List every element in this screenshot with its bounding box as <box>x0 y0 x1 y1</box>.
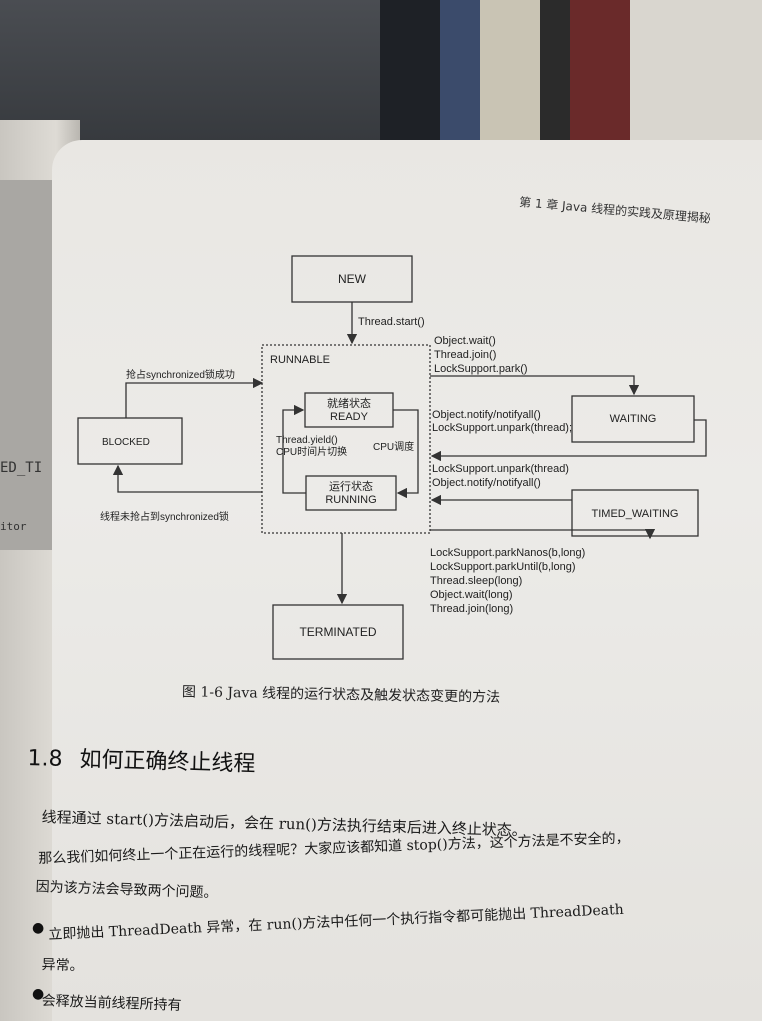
label-acquire-success: 抢占synchronized锁成功 <box>126 368 235 381</box>
label-from-waiting: Object.notify/notifyall() <box>432 409 541 421</box>
state-ready-en-label: READY <box>330 411 369 423</box>
state-terminated-box <box>272 604 404 660</box>
state-blocked-box <box>77 417 183 465</box>
label-time-slice: CPU时间片切换 <box>276 445 347 458</box>
label-to-waiting: Thread.join() <box>434 349 496 361</box>
label-from-waiting: LockSupport.unpark(thread); <box>432 422 572 434</box>
arrow-runnable-to-blocked <box>112 464 262 493</box>
arrow-to-waiting <box>430 375 640 396</box>
state-running-cn-label: 运行状态 <box>329 479 373 493</box>
label-to-waiting: Object.wait() <box>434 335 496 347</box>
label-thread-start: Thread.start() <box>358 316 425 328</box>
label-to-timed: LockSupport.parkNanos(b,long) <box>430 547 585 559</box>
section-number: 1.8 <box>27 745 63 772</box>
arrow-ready-to-running <box>393 409 419 499</box>
label-yield: Thread.yield() <box>276 435 338 446</box>
state-runnable-label: RUNNABLE <box>270 354 330 366</box>
label-to-timed: Thread.join(long) <box>430 603 513 615</box>
state-new-label: NEW <box>338 272 367 286</box>
arrow-running-to-ready <box>282 404 306 494</box>
label-from-timed: LockSupport.unpark(thread) <box>432 463 569 475</box>
arrow-from-waiting <box>430 419 707 462</box>
label-acquire-fail: 线程未抢占到synchronized锁 <box>100 510 229 523</box>
book-page <box>52 140 762 1021</box>
arrow-blocked-to-runnable <box>125 377 264 418</box>
runnable-region <box>261 344 431 534</box>
arrow-to-timed <box>430 528 656 540</box>
bullet-1-line-2: 异常。 <box>41 956 84 975</box>
left-page-fragment: itor <box>0 520 27 533</box>
bullet-dot: ● <box>32 920 45 936</box>
section-heading: 1.8 如何正确终止线程 <box>27 740 256 778</box>
label-to-timed: LockSupport.parkUntil(b,long) <box>430 561 576 573</box>
state-running-en-label: RUNNING <box>325 494 376 506</box>
state-ready-cn-label: 就绪状态 <box>327 396 371 410</box>
label-to-timed: Object.wait(long) <box>430 589 513 601</box>
state-timed-waiting-box <box>571 489 699 537</box>
bullet-dot: ● <box>32 986 45 1002</box>
label-from-timed: Object.notify/notifyall() <box>432 477 541 489</box>
state-terminated-label: TERMINATED <box>299 625 376 639</box>
left-page-fragment: ED_TI <box>0 460 43 476</box>
state-timed-waiting-label: TIMED_WAITING <box>592 508 679 520</box>
state-waiting-box <box>571 395 695 443</box>
left-page-gray-block <box>0 180 62 550</box>
label-cpu-schedule: CPU调度 <box>373 440 414 453</box>
section-title: 如何正确终止线程 <box>79 747 256 777</box>
label-to-waiting: LockSupport.park() <box>434 363 528 375</box>
state-waiting-label: WAITING <box>610 413 657 425</box>
label-to-timed: Thread.sleep(long) <box>430 575 522 587</box>
state-blocked-label: BLOCKED <box>102 437 150 448</box>
